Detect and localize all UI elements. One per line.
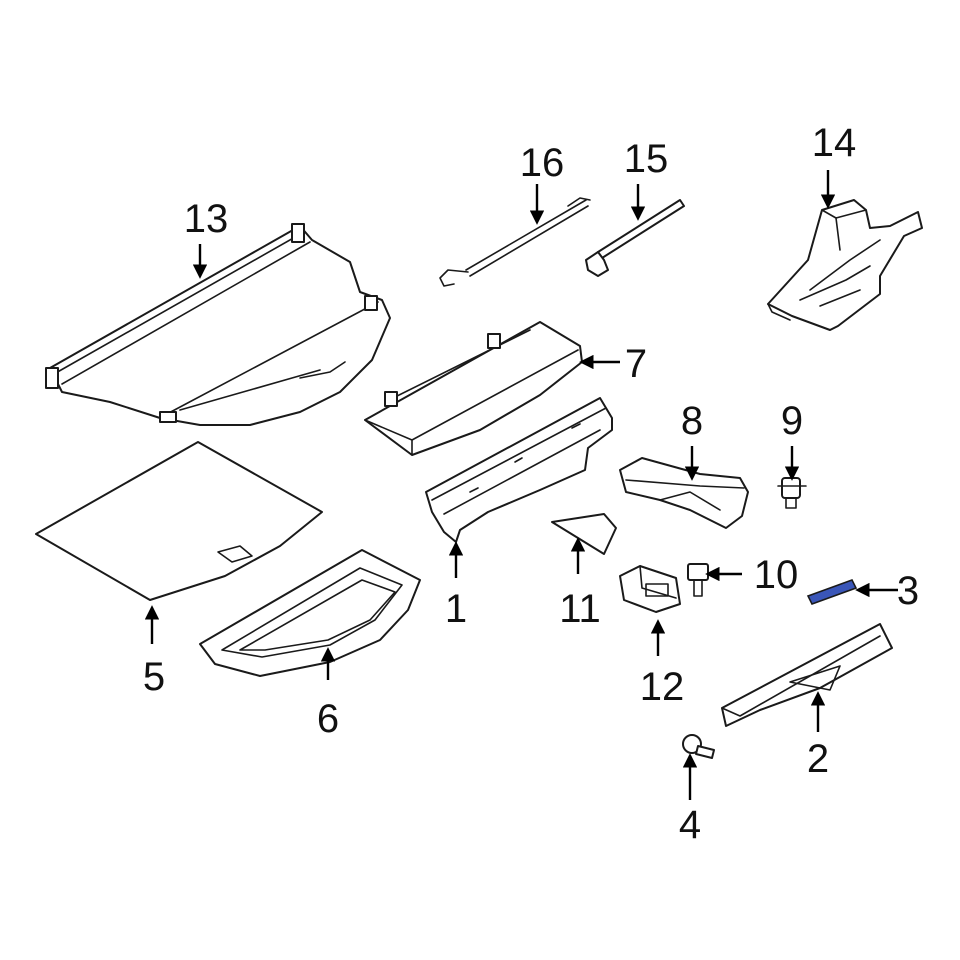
part-1-lower-trim — [425, 397, 613, 543]
part-3-strip — [806, 579, 858, 605]
callout-16: 16 — [520, 141, 565, 185]
part-13-cargo-cover — [45, 223, 391, 426]
callout-13: 13 — [184, 197, 229, 241]
callout-3: 3 — [897, 569, 919, 613]
callout-2: 2 — [807, 737, 829, 781]
callout-8: 8 — [681, 399, 703, 443]
callout-15: 15 — [624, 137, 669, 181]
part-10-bolt — [687, 563, 709, 597]
part-14-scissor-jack — [767, 199, 923, 331]
callout-labels: 1 2 3 4 5 6 7 8 9 10 11 12 13 14 15 16 — [143, 121, 919, 847]
part-9-clip — [777, 477, 807, 509]
part-16-jack-rod — [439, 197, 591, 287]
part-6-storage-tray — [199, 549, 421, 677]
callout-7: 7 — [625, 342, 647, 386]
part-5-floor-mat — [35, 441, 323, 601]
part-8-bracket — [619, 457, 749, 529]
callout-6: 6 — [317, 697, 339, 741]
callout-11: 11 — [559, 587, 601, 631]
callout-1: 1 — [445, 587, 467, 631]
callout-4: 4 — [679, 803, 701, 847]
callout-12: 12 — [640, 665, 685, 709]
part-2-sill-plate — [721, 623, 893, 727]
leader-arrows — [144, 170, 898, 800]
part-4-fastener — [682, 734, 715, 759]
part-7-upper-panel — [364, 321, 583, 456]
part-11-wedge — [551, 513, 617, 555]
callout-5: 5 — [143, 655, 165, 699]
callout-10: 10 — [754, 553, 799, 597]
callout-9: 9 — [781, 399, 803, 443]
callout-14: 14 — [812, 121, 857, 165]
part-12-block — [619, 565, 681, 613]
part-15-lug-wrench — [585, 199, 685, 277]
